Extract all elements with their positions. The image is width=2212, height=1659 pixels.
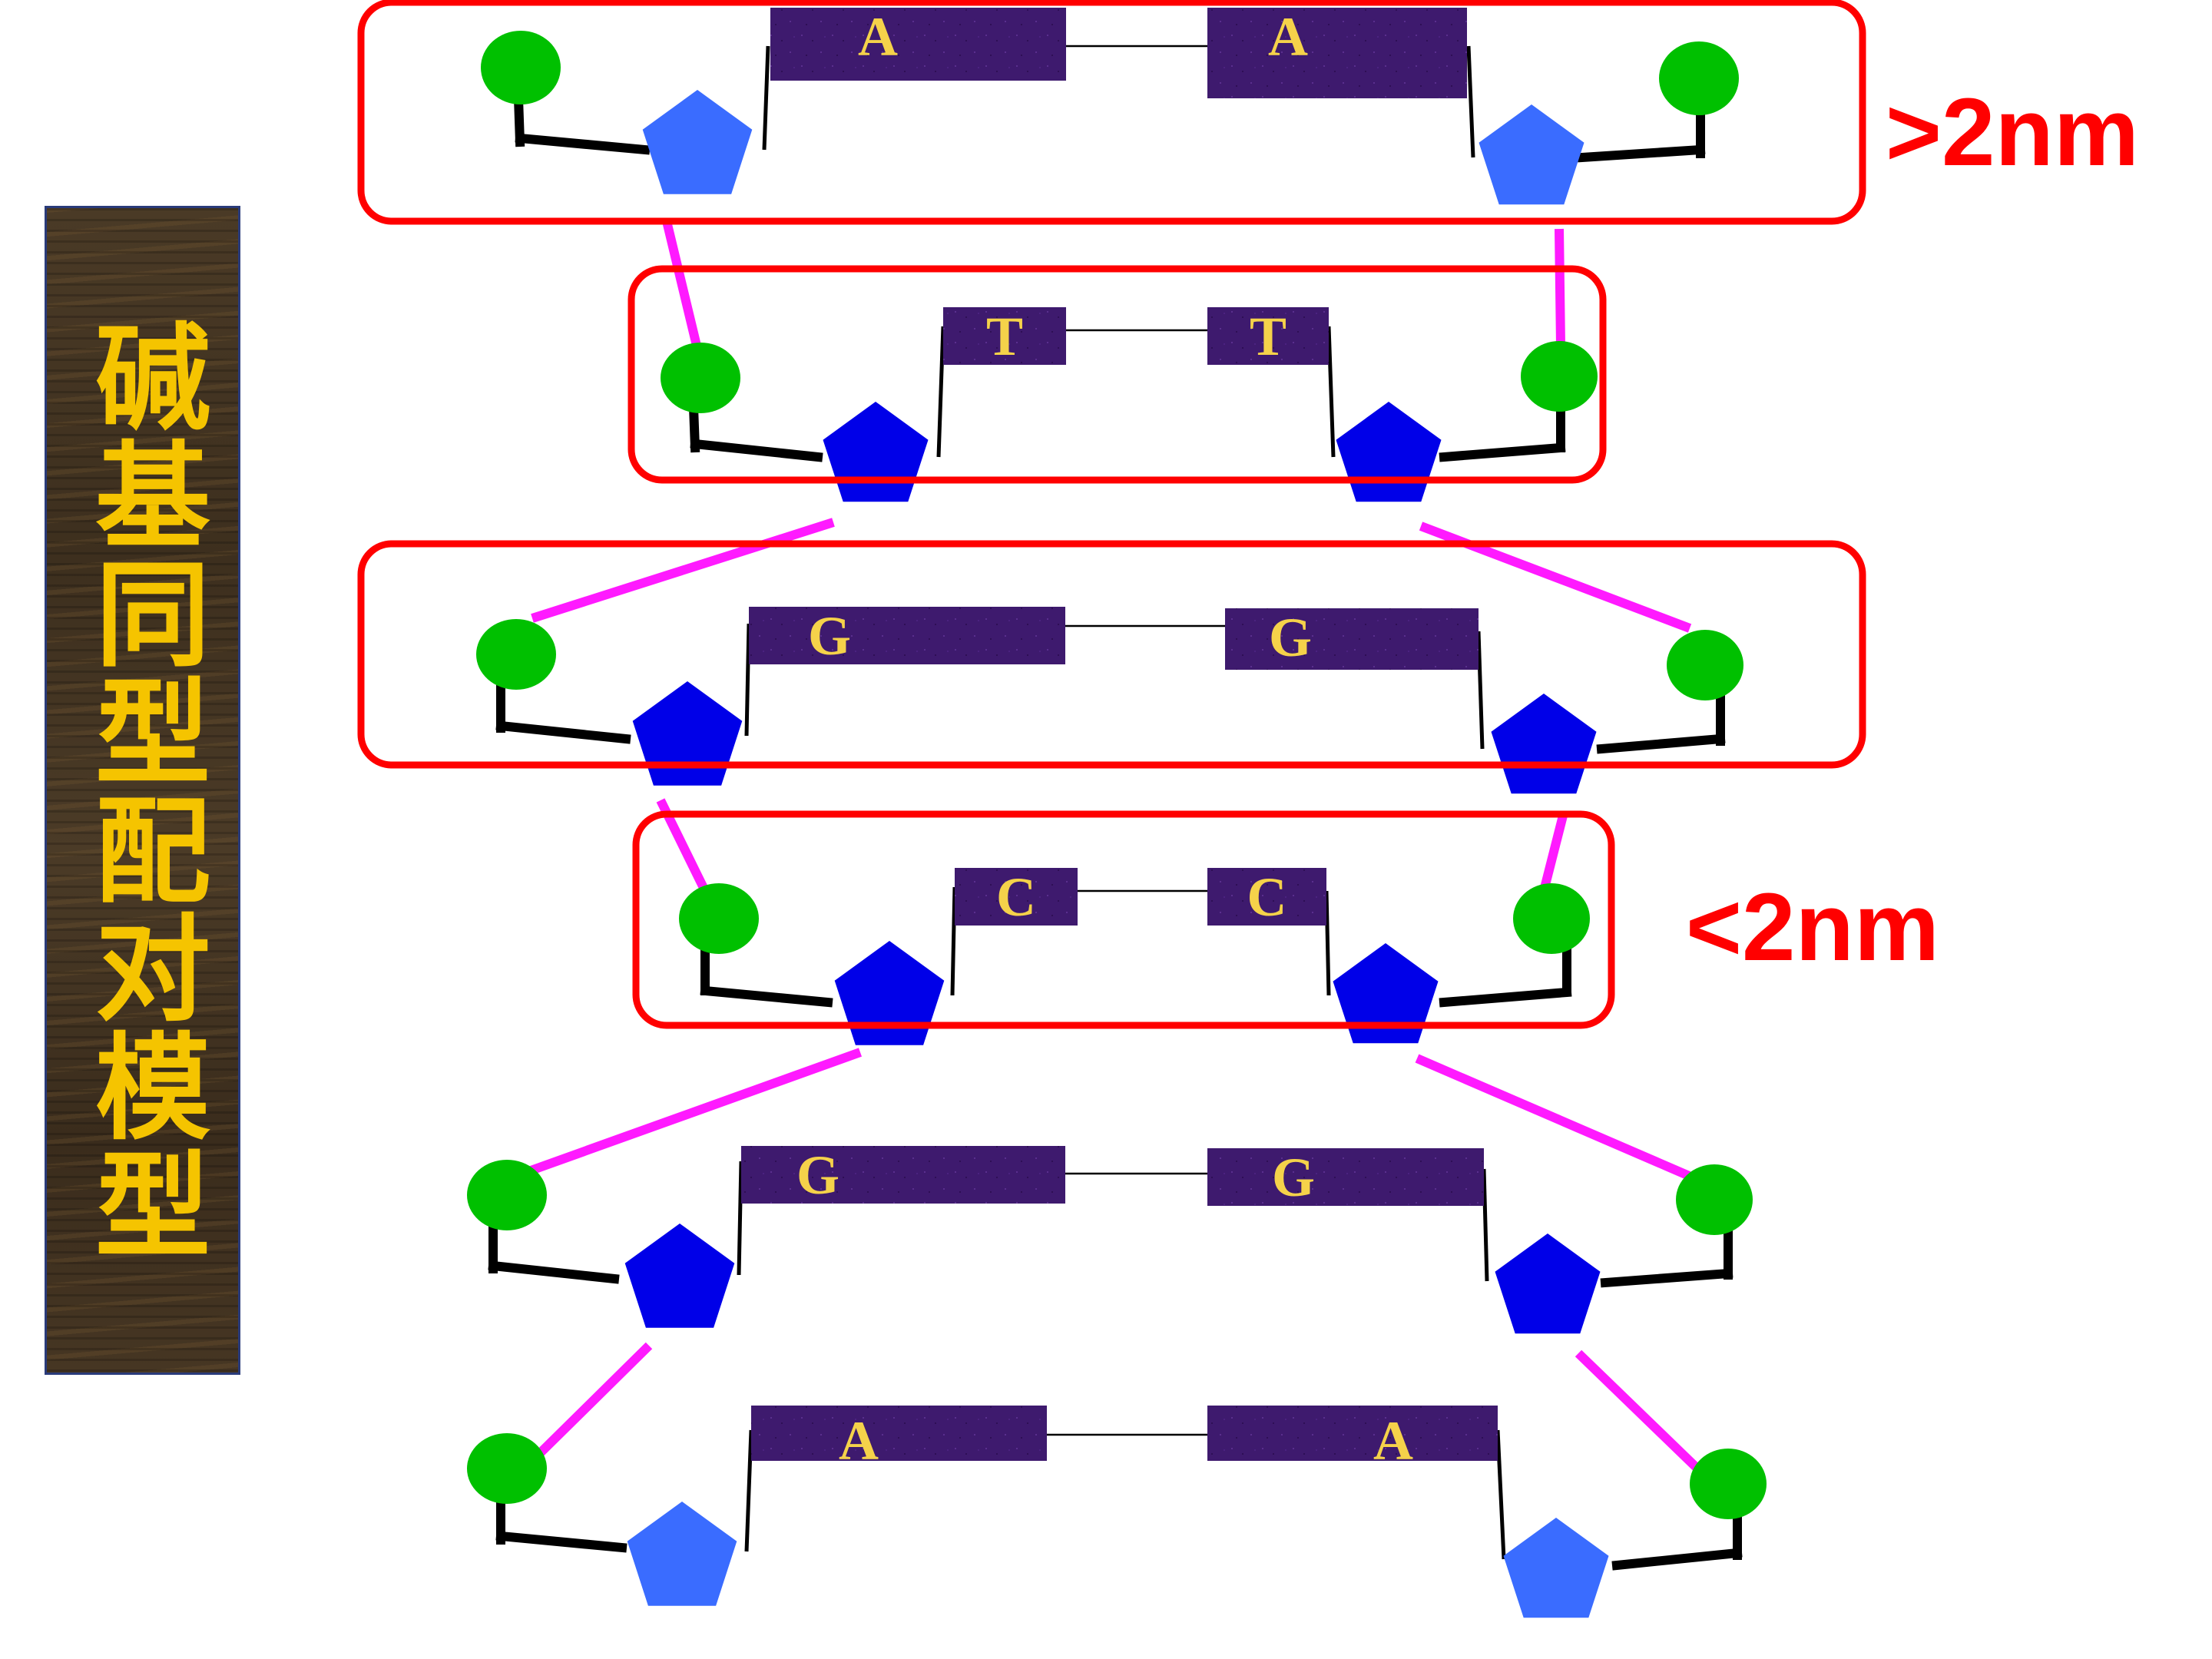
sugar-phosphate-bond	[700, 985, 833, 1008]
glycosidic-bond	[936, 326, 945, 458]
base-box-left	[943, 307, 1066, 365]
glycosidic-bond	[950, 886, 957, 996]
base-label-left: C	[996, 866, 1036, 928]
base-label-right: G	[1272, 1147, 1315, 1208]
phosphate-group	[1667, 630, 1743, 700]
highlight-boxes	[357, 0, 1866, 1029]
sugar-phosphate-bond	[1439, 987, 1572, 1008]
backbone-links	[520, 220, 1707, 1472]
phosphate-group	[679, 883, 759, 954]
phosphate-group	[1513, 883, 1590, 954]
phosphate-group	[467, 1433, 547, 1504]
sugar-phosphate-bond	[1611, 1548, 1743, 1571]
glycosidic-bond	[1495, 1429, 1506, 1560]
sugar-phosphate-bond	[1577, 144, 1706, 163]
phosphate-group	[481, 31, 561, 104]
highlight-box-purine-pair	[357, 540, 1866, 769]
phosphate-group	[1521, 341, 1598, 412]
backbone-link	[1575, 1349, 1701, 1472]
glycosidic-bond	[737, 1161, 743, 1276]
highlight-box-pyrimidine-pair	[632, 810, 1615, 1029]
base-label-right: A	[1373, 1410, 1413, 1472]
base-label-left: A	[839, 1410, 879, 1472]
base-box-left	[741, 1146, 1065, 1204]
backbone-link	[530, 1342, 653, 1463]
phosphate-group	[1659, 41, 1739, 115]
backbone-link	[1415, 1054, 1707, 1187]
base-box-right	[1225, 608, 1479, 670]
base-label-right: T	[1250, 306, 1286, 367]
base-box-right	[1207, 1406, 1498, 1461]
glycosidic-bond	[744, 1429, 753, 1552]
base-box-left	[955, 868, 1078, 926]
sugar-phosphate-bond	[1596, 733, 1726, 754]
sugar-phosphate-bond	[495, 1531, 628, 1553]
base-box-left	[751, 1406, 1047, 1461]
glycosidic-bond	[1324, 890, 1331, 996]
glycosidic-bond	[1326, 326, 1336, 458]
glycosidic-bond	[762, 45, 770, 151]
base-box-left	[770, 8, 1066, 81]
base-box-right	[1207, 307, 1329, 365]
glycosidic-bond	[1482, 1168, 1489, 1282]
deoxyribose-sugar	[1336, 402, 1442, 502]
deoxyribose-sugar	[823, 402, 929, 502]
phosphate-group	[661, 343, 740, 413]
phosphate-group	[467, 1160, 547, 1230]
deoxyribose-sugar	[624, 1224, 735, 1328]
sugar-phosphate-bond	[495, 720, 631, 744]
base-label-right: G	[1269, 607, 1312, 668]
phosphate-group	[1690, 1449, 1767, 1519]
sugar-phosphate-bond	[1600, 1268, 1734, 1288]
highlight-box-purine-pair	[357, 0, 1866, 225]
base-box-right	[1207, 1148, 1484, 1206]
base-label-left: G	[796, 1144, 839, 1206]
deoxyribose-sugar	[1495, 1233, 1601, 1334]
deoxyribose-sugar	[1491, 694, 1597, 794]
phosphate-group	[1676, 1164, 1753, 1235]
highlight-box-pyrimidine-pair	[628, 265, 1607, 484]
base-box-right	[1207, 8, 1467, 98]
sugar-phosphate-bond	[515, 133, 651, 155]
sugar-phosphate-bond	[690, 439, 823, 462]
narrow-distance-label: <2nm	[1686, 874, 1939, 981]
phosphate-group	[476, 619, 556, 690]
deoxyribose-sugar	[632, 681, 743, 786]
glycosidic-bond	[744, 623, 751, 737]
sugar-phosphate-bond	[1439, 442, 1566, 462]
deoxyribose-sugar	[1479, 104, 1584, 205]
deoxyribose-sugar	[642, 90, 753, 194]
backbone-link	[662, 220, 701, 347]
page-title: 碱基同型配对模型	[75, 317, 210, 1263]
base-label-left: G	[808, 605, 851, 667]
base-label-left: A	[858, 6, 898, 68]
deoxyribose-sugar	[627, 1502, 737, 1606]
sugar-phosphate-bond	[488, 1260, 620, 1284]
backbone-link	[1539, 811, 1568, 892]
title-panel	[45, 206, 240, 1375]
base-label-right: C	[1247, 866, 1287, 928]
base-box-left	[749, 607, 1065, 664]
base-box-right	[1207, 868, 1326, 926]
base-label-left: T	[986, 306, 1023, 367]
glycosidic-bond	[1476, 631, 1485, 750]
backbone-link	[520, 1048, 863, 1178]
deoxyribose-sugar	[1333, 943, 1439, 1044]
wide-distance-label: >2nm	[1886, 79, 2139, 186]
base-label-right: A	[1268, 6, 1308, 68]
deoxyribose-sugar	[834, 941, 945, 1045]
deoxyribose-sugar	[1503, 1518, 1609, 1618]
backbone-link	[531, 518, 835, 623]
backbone-link	[1555, 228, 1565, 346]
glycosidic-bond	[1466, 45, 1475, 158]
